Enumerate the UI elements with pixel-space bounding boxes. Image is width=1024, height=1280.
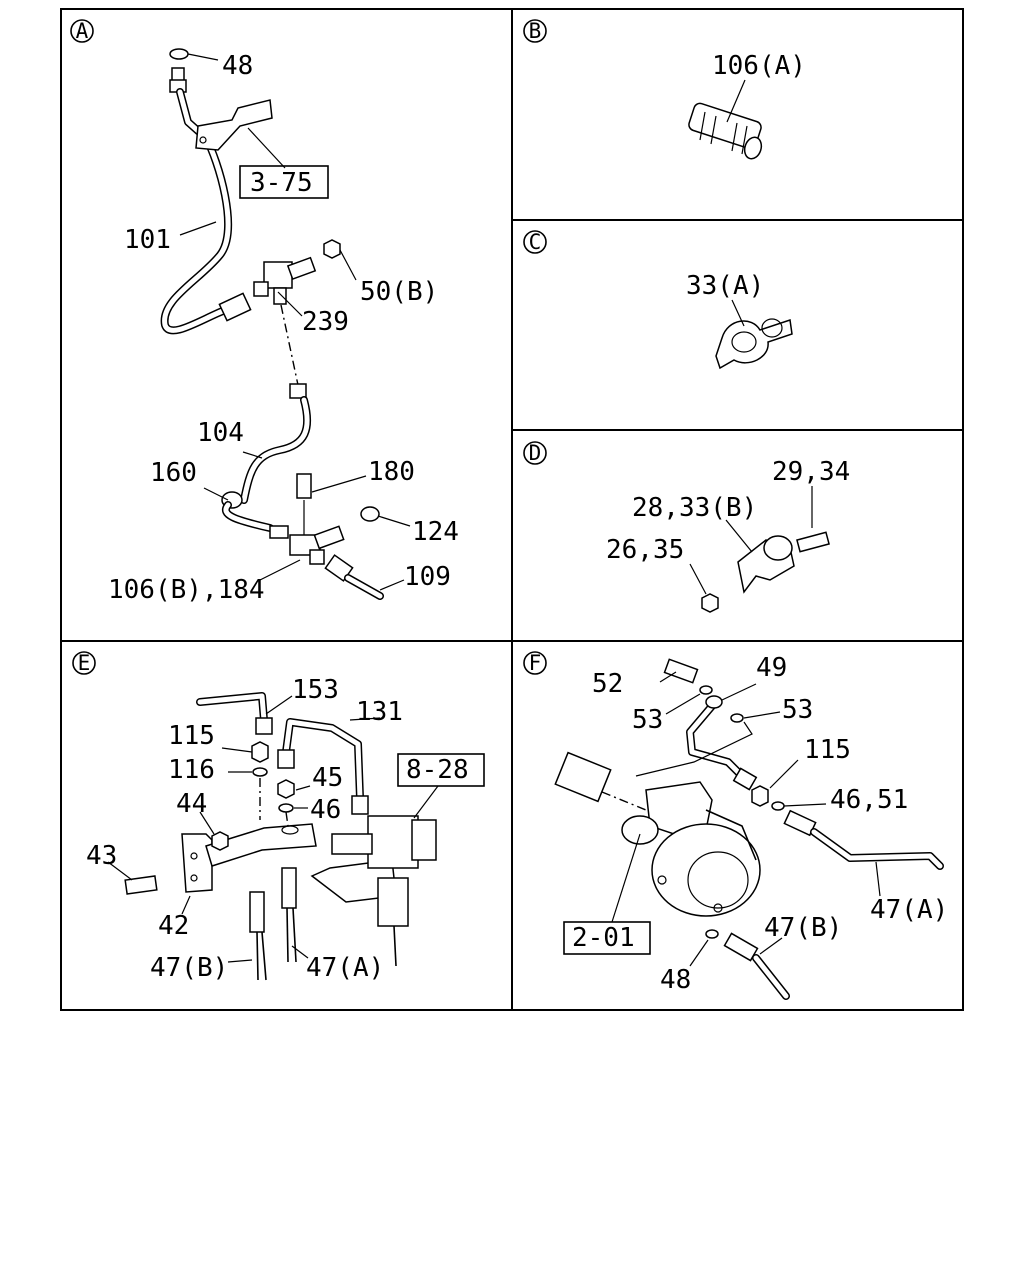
nut-26-icon [701,593,719,613]
part-label: 42 [158,911,189,941]
bracket-icon [195,99,273,151]
part-label: 48 [222,51,253,81]
bolt-52-icon [663,658,699,684]
washer-124-icon [360,506,380,522]
panel-c-drawing [715,299,793,370]
part-label: 116 [168,755,215,785]
diagram-frame [60,8,964,1011]
part-label: 53 [782,695,813,725]
nut-115-icon [251,741,269,763]
part-label: 109 [404,562,451,592]
panel-f-marker: F [523,651,547,675]
part-label: 115 [804,735,851,765]
part-label: 239 [302,307,349,337]
panel-f-letter: F [529,651,542,675]
panel-b-drawing [688,79,763,160]
panel-c-letter: C [529,230,542,254]
part-label: 47(B) [150,953,228,983]
part-label: 104 [197,418,244,448]
part-label: 50(B) [360,277,438,307]
part-label: 47(A) [306,953,384,983]
panel-a-drawing [160,48,411,600]
ref-label: 2-01 [572,923,635,953]
bolt-43-icon [124,875,158,895]
bolt-29-icon [796,531,830,553]
part-label: 48 [660,965,691,995]
part-label: 153 [292,675,339,705]
panel-d-marker: D [523,441,547,465]
part-label: 131 [356,697,403,727]
part-label: 53 [632,705,663,735]
washer-116-icon [252,767,268,777]
panel-a-letter: A [76,19,89,43]
connector-47b-icon [249,891,265,933]
washer-53-icon [699,685,713,695]
part-label: 46,51 [830,785,908,815]
panel-e-drawing [107,692,485,981]
panel-e-marker: E [72,651,96,675]
panel-f-drawing [554,658,944,1000]
part-label: 46 [310,795,341,825]
part-label: 45 [312,763,343,793]
part-label: 49 [756,653,787,683]
part-label: 44 [176,789,207,819]
connector-plug-icon [554,751,612,803]
part-label: 124 [412,517,459,547]
pump-body-2-01-icon [651,823,761,917]
panel-b-letter: B [529,19,542,43]
washer-53b-icon [730,713,744,723]
part-label: 101 [124,225,171,255]
nut-45-icon [277,779,295,799]
ref-label: 8-28 [406,755,469,785]
part-label: 33(A) [686,271,764,301]
ref-box-3-75 [239,165,329,199]
part-label: 29,34 [772,457,850,487]
clip-33a-icon [715,319,793,370]
part-label: 47(A) [870,895,948,925]
nut-115f-icon [751,785,769,807]
nut-44-icon [211,831,229,851]
ref-box-8-28 [397,753,485,787]
valve-8-28-icon [367,815,419,869]
part-label: 52 [592,669,623,699]
connector-106a-icon [688,102,762,150]
panel-e-letter: E [78,651,91,675]
part-label: 115 [168,721,215,751]
part-label: 28,33(B) [632,493,757,523]
bolt-180-icon [296,473,312,499]
washer-48-icon [169,48,189,60]
part-label: 180 [368,457,415,487]
ref-box-2-01 [563,921,651,955]
panel-d-drawing [689,486,830,613]
panel-a-marker: A [70,19,94,43]
nut-50b-icon [323,239,341,259]
panel-c-marker: C [523,230,547,254]
panel-d-letter: D [529,441,542,465]
connector-47a-icon [281,867,297,909]
part-label: 43 [86,841,117,871]
panel-b-marker: B [523,19,547,43]
part-label: 106(B),184 [108,575,265,605]
part-label: 106(A) [712,51,806,81]
washer-48f-icon [705,929,719,939]
part-label: 47(B) [764,913,842,943]
bracket-42-icon [181,833,213,893]
ref-label: 3-75 [250,168,313,198]
washer-46-icon [278,803,294,813]
washer-46-51-icon [771,801,785,811]
part-label: 26,35 [606,535,684,565]
part-label: 160 [150,458,197,488]
